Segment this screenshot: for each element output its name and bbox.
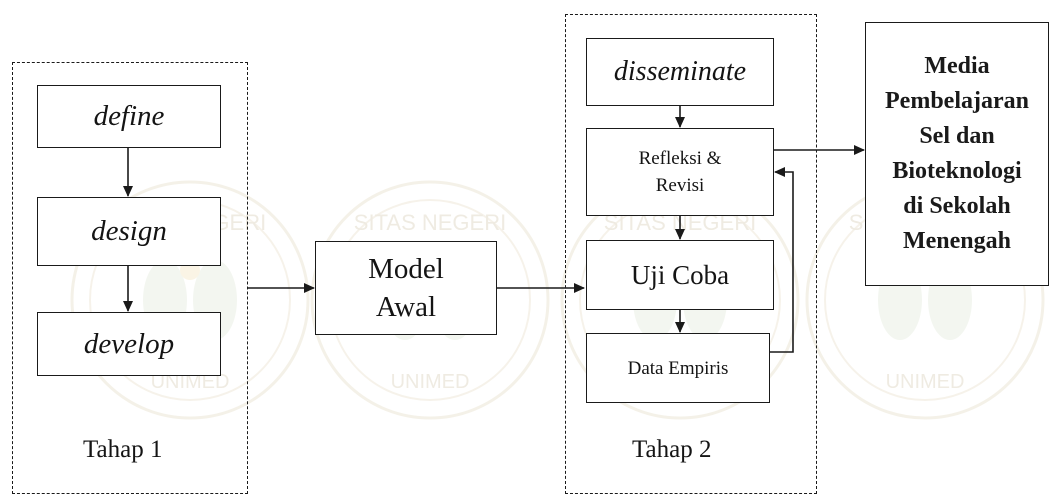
define-box: define [37,85,221,148]
output-line6: Menengah [903,228,1011,254]
watermark-bottom-text: UNIMED [886,371,965,393]
design-box: design [37,197,221,266]
output-line2: Pembelajaran [885,88,1029,114]
refleksi-line2: Revisi [655,175,705,196]
model-awal-box: Model Awal [315,241,497,335]
output-line5: di Sekolah [903,193,1011,219]
output-line4: Bioteknologi [892,158,1022,184]
model-awal-line2: Awal [375,291,437,323]
watermark-bottom-text: UNIMED [151,371,230,393]
watermark-top-text: SITAS NEGERI [354,210,506,235]
stage1-label: Tahap 1 [83,436,163,463]
refleksi-line1: Refleksi & [638,148,722,169]
output-line1: Media [924,53,990,79]
data-empiris-box: Data Empiris [586,333,770,403]
output-line3: Sel dan [919,123,995,149]
model-awal-line1: Model [368,253,444,285]
stage2-label: Tahap 2 [632,436,712,463]
media-pembelajaran-box: Media Pembelajaran Sel dan Bioteknologi … [865,22,1049,286]
develop-box: develop [37,312,221,376]
watermark-bottom-text: UNIMED [391,371,470,393]
arrow-data-refleksi-feedback [770,167,794,353]
uji-coba-box: Uji Coba [586,240,774,310]
refleksi-revisi-box: Refleksi & Revisi [586,128,774,216]
disseminate-box: disseminate [586,38,774,106]
